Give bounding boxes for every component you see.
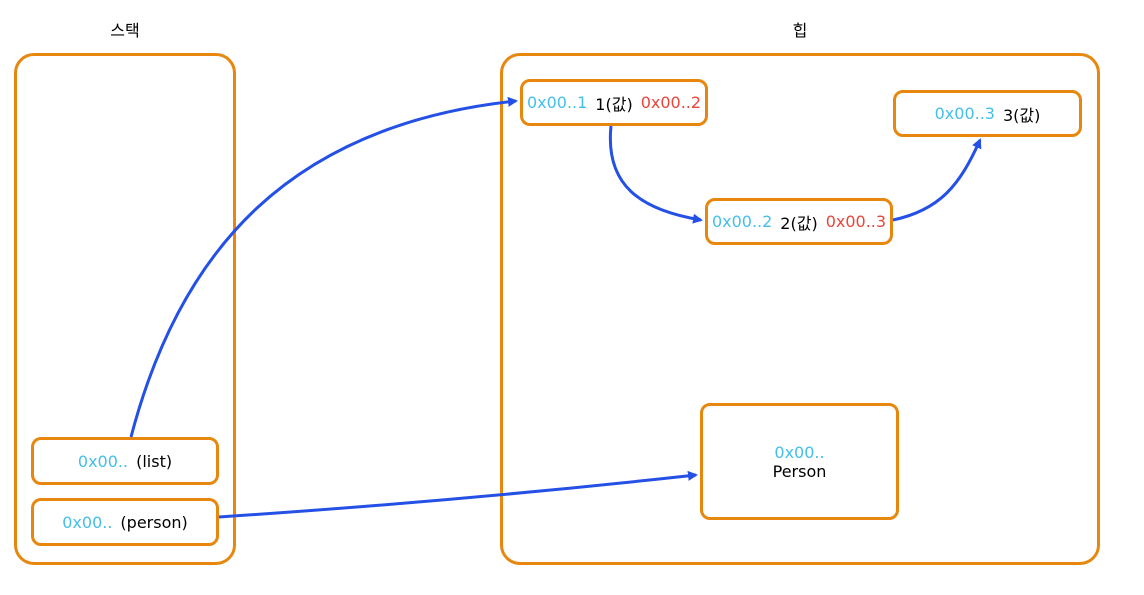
node-value: 3(값) [1002, 105, 1041, 125]
heap-label: 힙 [792, 21, 808, 40]
node-address: 0x00..1 [526, 93, 588, 112]
stack-item-address: 0x00.. [77, 451, 129, 471]
node-next-pointer: 0x00..2 [640, 93, 702, 112]
heap-node-1: 0x00..1 1(값) 0x00..2 [520, 79, 708, 126]
stack-item-name: (list) [136, 451, 173, 471]
heap-node-3: 0x00..3 3(값) [893, 90, 1082, 137]
stack-label: 스택 [110, 21, 140, 40]
stack-item-name: (person) [120, 512, 188, 532]
node-address: 0x00..3 [934, 104, 995, 123]
node-next-pointer: 0x00..3 [825, 212, 887, 231]
stack-item-address: 0x00.. [62, 512, 113, 532]
node-value: 1(값) [595, 94, 633, 114]
person-name: Person [772, 461, 827, 481]
person-object: 0x00.. Person [700, 403, 899, 520]
node-address: 0x00..2 [711, 212, 773, 231]
stack-region [14, 53, 236, 565]
heap-node-2: 0x00..2 2(값) 0x00..3 [705, 198, 893, 245]
stack-item-person: 0x00.. (person) [31, 498, 219, 546]
stack-item-list: 0x00.. (list) [31, 437, 219, 485]
person-address: 0x00.. [774, 442, 825, 462]
node-value: 2(값) [780, 213, 818, 233]
